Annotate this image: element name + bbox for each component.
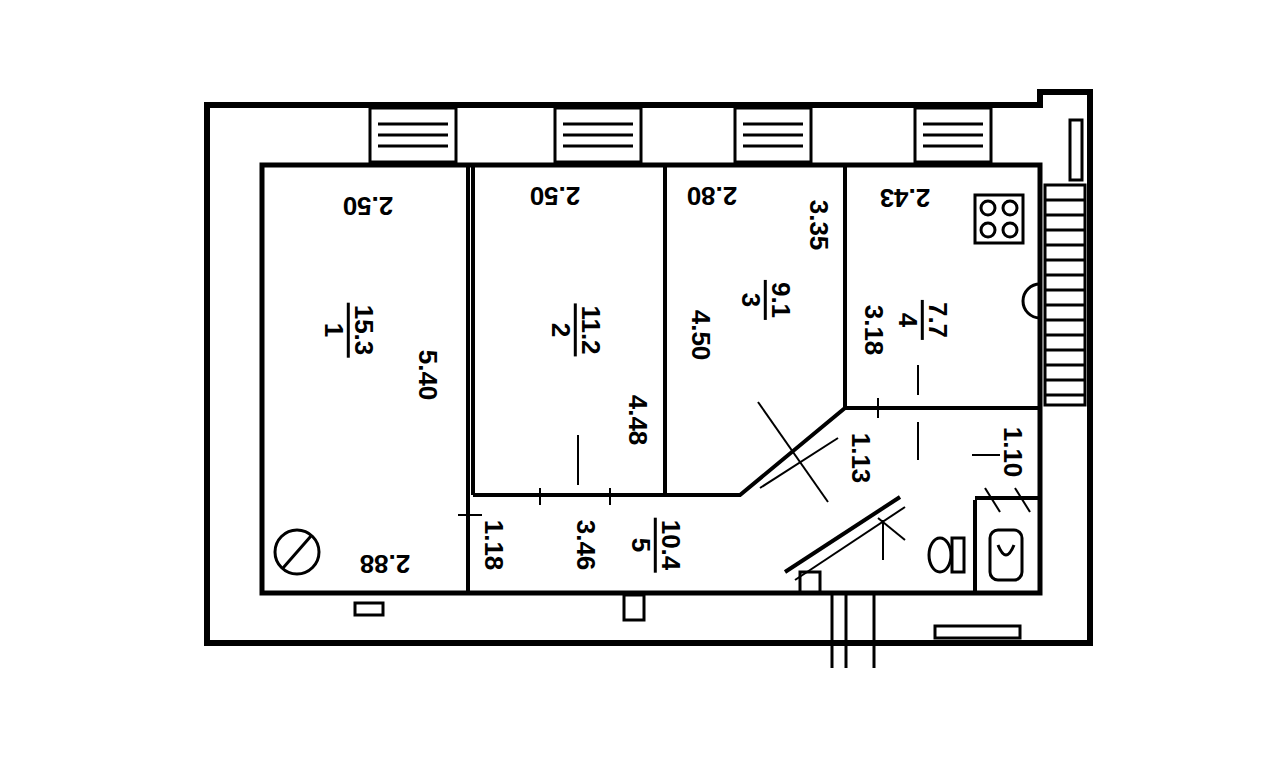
room-area: 11.2 <box>574 303 604 356</box>
room-fraction: 211.2 <box>546 303 604 356</box>
windows <box>370 108 991 162</box>
dimension-group: 1.13 <box>846 431 873 486</box>
room-number: 2 <box>546 321 573 339</box>
measure-lines <box>458 365 1030 560</box>
dimension-group: 2.80 <box>685 181 740 208</box>
dimension-label: 4.48 <box>623 393 650 448</box>
stove <box>975 195 1023 243</box>
room-area: 9.1 <box>764 280 794 320</box>
room-area: 10.4 <box>654 518 684 573</box>
dimension-group: 1.10 <box>998 425 1025 480</box>
room: 211.2 4.48 2.50 <box>473 165 665 495</box>
room-fraction: 510.4 <box>626 518 684 573</box>
dimension-label: 1.10 <box>998 425 1025 480</box>
dimension-group: 3.46 <box>571 518 598 573</box>
dimension-label: 3.46 <box>571 518 598 573</box>
dimension-label: 2.50 <box>528 181 583 208</box>
room: 39.1 4.50 2.80 3.35 <box>665 165 845 495</box>
dimension-label: 3.35 <box>804 198 831 253</box>
room-number: 4 <box>893 311 920 329</box>
room-area: 15.3 <box>347 303 377 358</box>
stair <box>1045 120 1085 405</box>
dimension-label: 2.80 <box>685 181 740 208</box>
boiler-symbol <box>275 530 319 574</box>
room-number: 5 <box>626 536 653 554</box>
inner-wall <box>262 165 1040 593</box>
dimension-group: 4.50 <box>686 308 713 363</box>
dimension-label: 2.50 <box>341 191 396 218</box>
room-number: 3 <box>736 291 763 309</box>
room-area: 7.7 <box>921 300 951 340</box>
room: 115.3 5.40 2.50 2.88 <box>262 165 468 593</box>
room-number: 1 <box>319 321 346 339</box>
room-fraction: 39.1 <box>736 280 794 320</box>
dimension-group: 3.35 <box>804 198 831 253</box>
dimension-label: 1.13 <box>846 431 873 486</box>
room-fraction: 115.3 <box>319 303 377 358</box>
entrance <box>832 595 874 668</box>
room: 47.7 3.18 2.43 <box>845 165 1040 408</box>
dimension-group: 2.88 <box>358 549 413 576</box>
dimension-group: 1.18 <box>479 518 506 573</box>
dimension-group: 2.50 <box>341 191 396 218</box>
dimension-group: 2.43 <box>878 183 933 210</box>
bathroom-fixtures <box>929 530 1022 580</box>
dimension-label: 3.18 <box>859 303 886 358</box>
room: 510.4 3.46 1.18 1.13 1.10 <box>473 408 1040 593</box>
sink <box>1023 284 1040 318</box>
dimension-label: 5.40 <box>413 348 440 403</box>
dimension-group: 3.18 <box>859 303 886 358</box>
dimension-label: 4.50 <box>686 308 713 363</box>
dimension-group: 2.50 <box>528 181 583 208</box>
dimension-group: 5.40 <box>413 348 440 403</box>
room-fraction: 47.7 <box>893 300 951 340</box>
dimension-label: 2.88 <box>358 549 413 576</box>
heaters <box>355 572 1020 638</box>
dimension-label: 2.43 <box>878 183 933 210</box>
outer-wall <box>207 92 1090 643</box>
partitions <box>468 165 1040 593</box>
dimension-label: 1.18 <box>479 518 506 573</box>
dimension-group: 4.48 <box>623 393 650 448</box>
